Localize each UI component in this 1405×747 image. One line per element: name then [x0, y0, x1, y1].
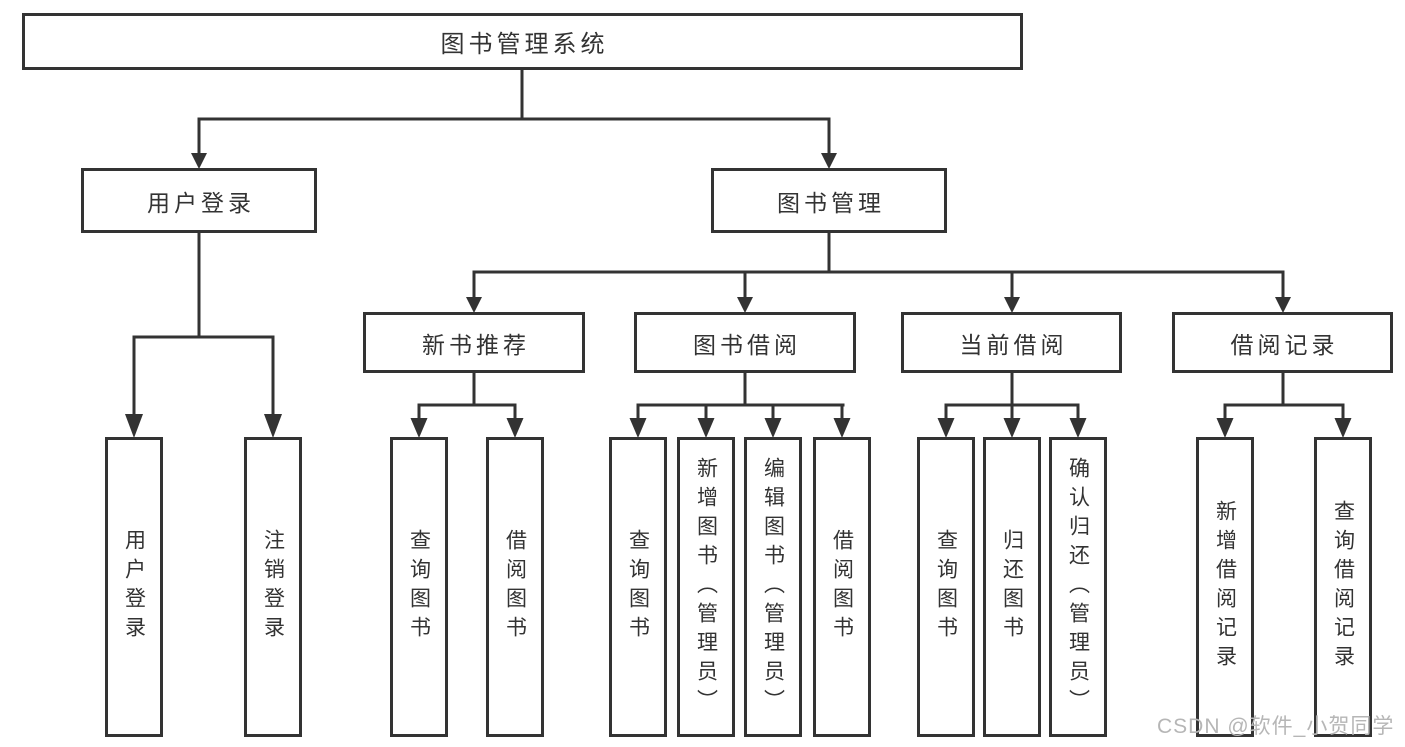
node-return-books: 归还图书 — [983, 437, 1041, 737]
node-label: 图书借阅 — [693, 331, 801, 358]
connector-book-management-branch — [466, 233, 1291, 313]
node-label: 图书管理 — [777, 189, 885, 216]
node-add-books-admin: 新增图书（管理员） — [677, 437, 735, 737]
node-new-book-recommend: 新书推荐 — [363, 312, 585, 373]
node-label: 注销登录 — [261, 529, 285, 645]
node-edit-books-admin: 编辑图书（管理员） — [744, 437, 802, 737]
watermark-text: CSDN @软件_小贺同学 — [1157, 715, 1395, 738]
connector-borrowing-records-branch — [1216, 373, 1352, 438]
node-label: 新增借阅记录 — [1213, 500, 1237, 674]
node-borrowing-records: 借阅记录 — [1172, 312, 1393, 373]
node-query-books-2: 查询图书 — [609, 437, 667, 737]
connector-current-borrowing-branch — [937, 373, 1087, 438]
node-current-borrowing: 当前借阅 — [901, 312, 1122, 373]
node-book-management: 图书管理 — [711, 168, 947, 233]
node-label: 新书推荐 — [422, 331, 530, 358]
node-add-borrow-record: 新增借阅记录 — [1196, 437, 1254, 737]
node-label: 编辑图书（管理员） — [761, 456, 785, 718]
node-label: 查询图书 — [407, 529, 431, 645]
node-label: 查询图书 — [626, 529, 650, 645]
node-borrow-books-2: 借阅图书 — [813, 437, 871, 737]
node-label: 归还图书 — [1000, 529, 1024, 645]
node-label: 借阅图书 — [830, 529, 854, 645]
node-label: 确认归还（管理员） — [1066, 456, 1090, 718]
node-user-login: 用户登录 — [81, 168, 317, 233]
node-user-login-action: 用户登录 — [105, 437, 163, 737]
node-book-borrowing: 图书借阅 — [634, 312, 856, 373]
node-label: 借阅记录 — [1230, 331, 1339, 358]
node-confirm-return-admin: 确认归还（管理员） — [1049, 437, 1107, 737]
connector-book-borrowing-branch — [629, 373, 851, 438]
node-query-borrow-record: 查询借阅记录 — [1314, 437, 1372, 737]
node-logout-action: 注销登录 — [244, 437, 302, 737]
connector-new-book-recommend-branch — [410, 373, 524, 438]
node-label: 当前借阅 — [959, 331, 1068, 358]
node-label: 查询借阅记录 — [1331, 500, 1355, 674]
node-label: 图书管理系统 — [440, 31, 609, 58]
connector-user-login-branch — [125, 233, 282, 438]
node-label: 查询图书 — [934, 529, 958, 645]
node-borrow-books-1: 借阅图书 — [486, 437, 544, 737]
node-library-management-system: 图书管理系统 — [22, 13, 1023, 70]
node-label: 用户登录 — [147, 189, 255, 216]
node-label: 用户登录 — [122, 529, 146, 645]
node-label: 新增图书（管理员） — [694, 456, 718, 718]
node-query-books-3: 查询图书 — [917, 437, 975, 737]
connector-root-to-level2 — [191, 70, 837, 169]
node-query-books-1: 查询图书 — [390, 437, 448, 737]
node-label: 借阅图书 — [503, 529, 527, 645]
